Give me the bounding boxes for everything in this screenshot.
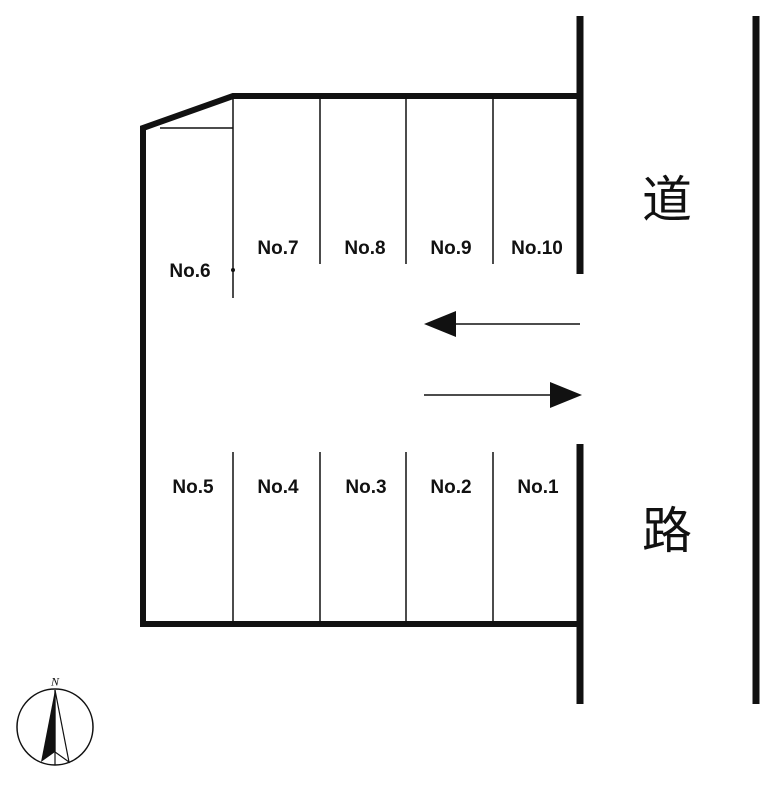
arrow-right-icon <box>424 382 582 408</box>
compass-north-label: N <box>50 674 60 689</box>
lot-boundary <box>140 93 580 627</box>
slot-label-no1: No.1 <box>517 477 559 498</box>
slot-label-no3: No.3 <box>345 477 387 498</box>
slot-label-no6: No.6 <box>169 261 211 282</box>
slot-label-no4: No.4 <box>257 477 299 498</box>
slot-label-no10: No.10 <box>511 238 563 259</box>
slot-label-no9: No.9 <box>430 238 472 259</box>
slot-label-no5: No.5 <box>172 477 214 498</box>
arrow-left-icon <box>424 311 580 337</box>
road-label-bottom: 路 <box>642 502 692 560</box>
slot-label-no7: No.7 <box>257 238 299 259</box>
compass-icon <box>16 688 94 766</box>
road-label-top: 道 <box>642 171 692 229</box>
slot-label-no8: No.8 <box>344 238 386 259</box>
slot-label-no2: No.2 <box>430 477 472 498</box>
stall-marker-dot <box>231 268 235 272</box>
